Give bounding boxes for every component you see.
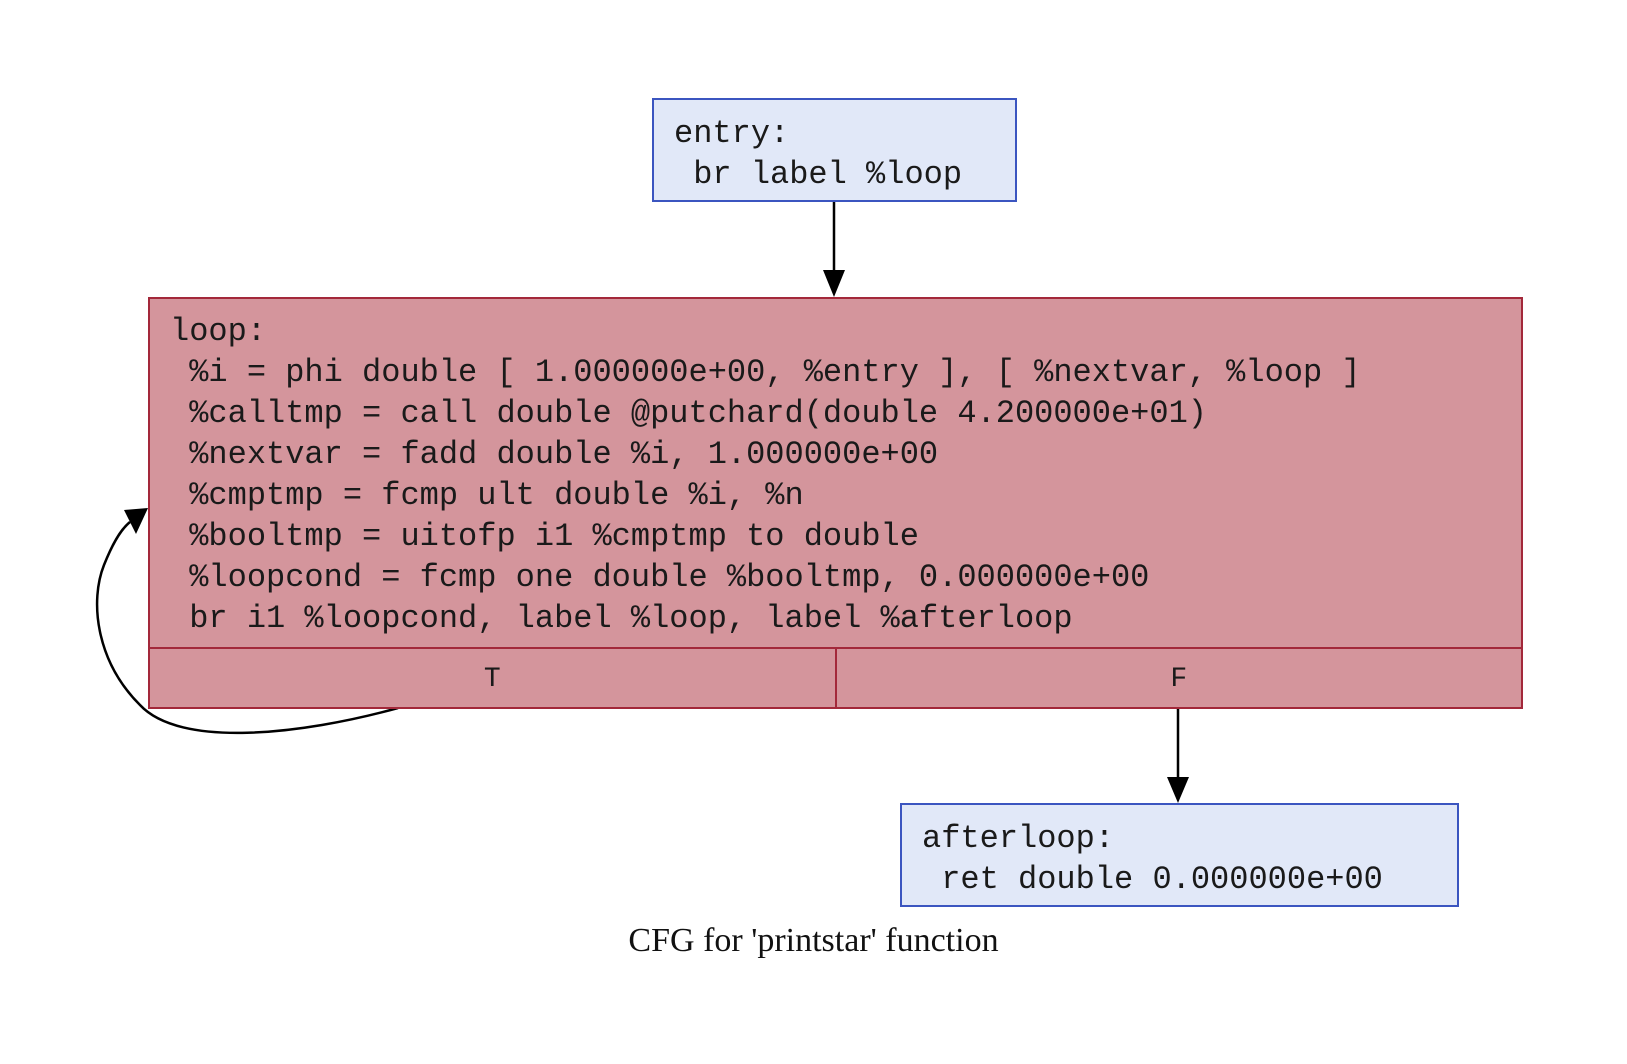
loop-line-7: %loopcond = fcmp one double %booltmp, 0.… — [170, 559, 1150, 596]
loop-block: loop: %i = phi double [ 1.000000e+00, %e… — [148, 297, 1523, 709]
loop-line-6: %booltmp = uitofp i1 %cmptmp to double — [170, 518, 919, 555]
port-true: T — [483, 663, 501, 695]
loop-port-row: T F — [150, 647, 1521, 709]
port-false: F — [834, 649, 1522, 709]
loop-line-3: %calltmp = call double @putchard(double … — [170, 395, 1207, 432]
afterloop-line-2: ret double 0.000000e+00 — [922, 861, 1383, 898]
loop-line-8: br i1 %loopcond, label %loop, label %aft… — [170, 600, 1073, 637]
loop-line-5: %cmptmp = fcmp ult double %i, %n — [170, 477, 804, 514]
edge-loop-true-self — [95, 521, 399, 735]
entry-line-1: entry: — [674, 115, 790, 152]
entry-block: entry: br label %loop — [652, 98, 1017, 202]
afterloop-block: afterloop: ret double 0.000000e+00 — [900, 803, 1459, 907]
loop-line-4: %nextvar = fadd double %i, 1.000000e+00 — [170, 436, 939, 473]
graph-caption: CFG for 'printstar' function — [628, 922, 999, 959]
edge-loop-false-to-afterloop-arrowhead — [1167, 777, 1189, 803]
loop-line-2: %i = phi double [ 1.000000e+00, %entry ]… — [170, 354, 1361, 391]
loop-line-1: loop: — [170, 313, 267, 350]
edge-loop-true-self-arrowhead — [124, 508, 148, 534]
edge-entry-to-loop-arrowhead — [823, 270, 845, 297]
entry-line-2: br label %loop — [674, 156, 963, 193]
afterloop-line-1: afterloop: — [922, 820, 1115, 857]
